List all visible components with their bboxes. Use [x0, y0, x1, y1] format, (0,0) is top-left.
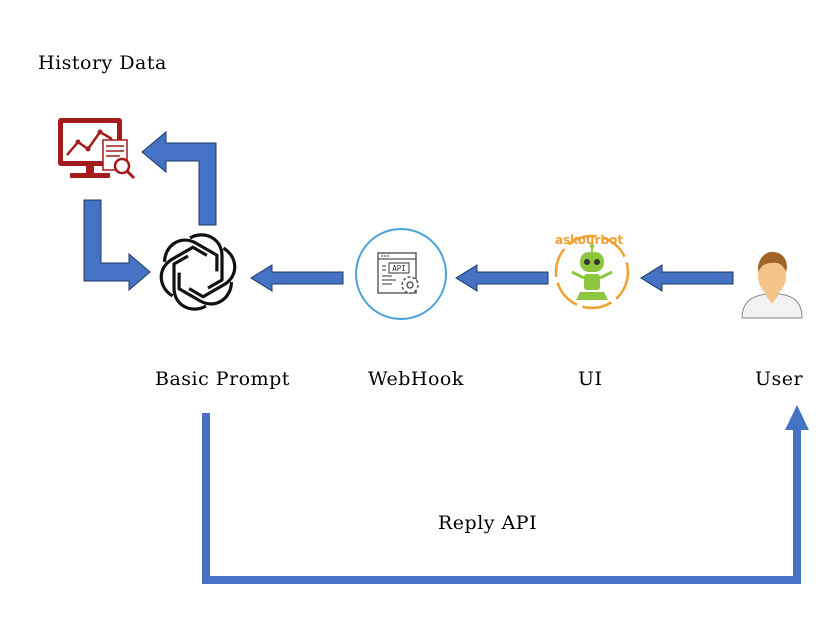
- user-to-ui-arrow: [640, 264, 734, 292]
- webhook-api-icon: API: [355, 228, 447, 320]
- user-avatar-icon: [741, 251, 803, 319]
- prompt-to-history-arrow: [141, 130, 217, 226]
- basic-prompt-label: Basic Prompt: [155, 368, 290, 390]
- openai-logo-icon: [152, 231, 244, 313]
- user-label: User: [755, 368, 804, 390]
- reply-api-label: Reply API: [438, 512, 538, 534]
- monitor-chart-icon: [58, 118, 136, 180]
- webhook-label: WebHook: [368, 368, 464, 390]
- history-to-prompt-arrow: [83, 199, 151, 292]
- ui-label: UI: [578, 368, 603, 390]
- webhook-api-text: API: [392, 264, 406, 273]
- webhook-to-prompt-arrow: [250, 264, 344, 292]
- history-data-label: History Data: [38, 52, 167, 74]
- reply-api-connector: [202, 413, 801, 584]
- reply-api-arrowhead: [785, 405, 809, 430]
- askourbot-brand-text: askourbot: [555, 233, 623, 247]
- ui-to-webhook-arrow: [455, 264, 549, 292]
- askourbot-logo-icon: askourbot: [554, 233, 630, 310]
